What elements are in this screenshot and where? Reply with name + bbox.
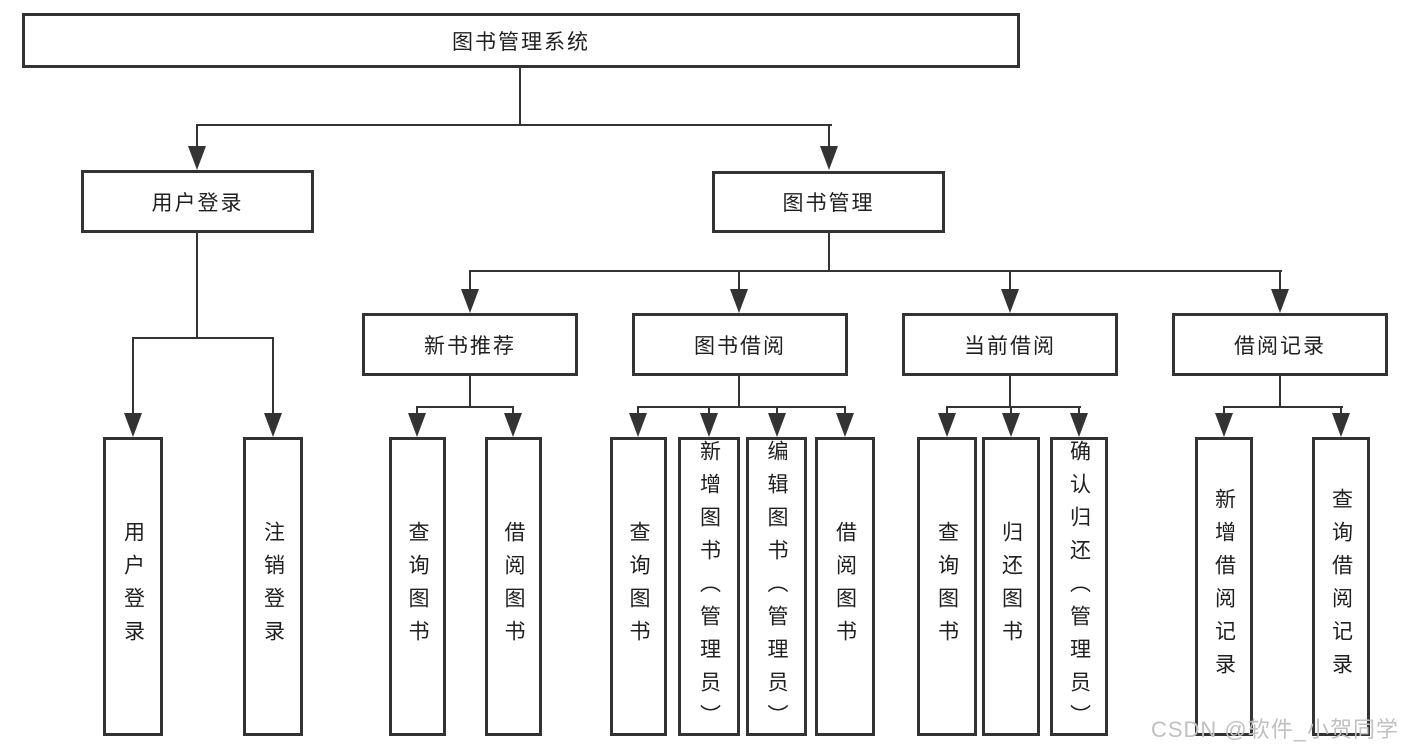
leaf-borrow-query-books: 查询图书	[610, 437, 667, 736]
arrowhead-down-icon	[629, 413, 647, 437]
arrowhead-down-icon	[124, 413, 142, 437]
connector	[1009, 272, 1011, 290]
connector	[738, 376, 740, 406]
node-book-borrowing-label: 图书借阅	[694, 334, 786, 358]
node-current-borrowing: 当前借阅	[902, 313, 1118, 376]
node-new-book-recommend-label: 新书推荐	[424, 334, 516, 358]
node-root: 图书管理系统	[22, 13, 1020, 68]
connector	[1223, 406, 1343, 408]
leaf-records-add-record: 新增借阅记录	[1195, 437, 1253, 736]
leaf-current-query-books-label: 查询图书	[935, 520, 959, 653]
arrowhead-down-icon	[1001, 289, 1019, 313]
leaf-records-query-record: 查询借阅记录	[1312, 437, 1370, 736]
connector	[708, 408, 710, 414]
connector	[946, 406, 1081, 408]
connector	[828, 126, 830, 148]
arrowhead-down-icon	[408, 413, 426, 437]
leaf-current-return-books: 归还图书	[982, 437, 1040, 736]
connector	[776, 408, 778, 414]
connector	[1279, 376, 1281, 406]
leaf-user-login: 用户登录	[103, 437, 163, 736]
arrowhead-down-icon	[504, 413, 522, 437]
arrowhead-down-icon	[264, 413, 282, 437]
connector	[1340, 408, 1342, 414]
leaf-borrow-query-books-label: 查询图书	[627, 520, 650, 653]
arrowhead-down-icon	[730, 289, 748, 313]
arrowhead-down-icon	[1215, 413, 1233, 437]
node-book-management-label: 图书管理	[782, 192, 875, 215]
node-new-book-recommend: 新书推荐	[362, 313, 578, 376]
connector	[132, 337, 274, 339]
arrowhead-down-icon	[768, 413, 786, 437]
connector	[519, 68, 521, 126]
connector	[637, 408, 639, 414]
node-root-label: 图书管理系统	[452, 30, 590, 54]
leaf-records-query-record-label: 查询借阅记录	[1329, 487, 1353, 686]
leaf-borrow-borrow-books: 借阅图书	[815, 437, 875, 736]
connector	[637, 406, 846, 408]
connector	[1010, 408, 1012, 414]
connector	[512, 408, 514, 414]
connector	[1009, 376, 1011, 406]
connector	[1279, 272, 1281, 290]
arrowhead-down-icon	[820, 146, 838, 170]
connector	[1078, 408, 1080, 414]
connector	[946, 408, 948, 414]
node-user-login: 用户登录	[81, 170, 314, 233]
leaf-logout: 注销登录	[243, 437, 303, 736]
node-book-management: 图书管理	[712, 171, 945, 233]
connector	[196, 124, 832, 126]
node-borrowing-records: 借阅记录	[1172, 313, 1388, 376]
connector	[469, 272, 471, 290]
arrowhead-down-icon	[1070, 413, 1088, 437]
connector	[416, 408, 418, 414]
node-book-borrowing: 图书借阅	[632, 313, 848, 376]
arrowhead-down-icon	[1002, 413, 1020, 437]
leaf-newbook-borrow-books-label: 借阅图书	[502, 520, 525, 653]
node-user-login-label: 用户登录	[151, 191, 244, 215]
arrowhead-down-icon	[188, 146, 206, 170]
leaf-current-query-books: 查询图书	[917, 437, 977, 736]
leaf-borrow-add-books-admin: 新增图书（管理员）	[678, 437, 740, 737]
connector	[196, 233, 198, 337]
connector	[469, 376, 471, 406]
leaf-borrow-add-books-admin-label: 新增图书（管理员）	[697, 440, 721, 737]
leaf-current-return-books-label: 归还图书	[999, 520, 1023, 653]
connector	[1223, 408, 1225, 414]
arrowhead-down-icon	[938, 413, 956, 437]
connector	[738, 272, 740, 290]
leaf-borrow-edit-books-admin: 编辑图书（管理员）	[746, 437, 807, 737]
connector	[828, 233, 830, 270]
connector	[132, 339, 134, 414]
leaf-newbook-borrow-books: 借阅图书	[485, 437, 542, 736]
node-borrowing-records-label: 借阅记录	[1234, 334, 1326, 358]
connector	[416, 406, 514, 408]
connector	[196, 126, 198, 148]
leaf-records-add-record-label: 新增借阅记录	[1212, 487, 1236, 686]
csdn-watermark: CSDN @软件_小贺同学	[1150, 717, 1399, 742]
leaf-current-confirm-return-admin: 确认归还（管理员）	[1050, 437, 1108, 737]
leaf-current-confirm-return-admin-label: 确认归还（管理员）	[1067, 440, 1091, 737]
arrowhead-down-icon	[1332, 413, 1350, 437]
leaf-logout-label: 注销登录	[261, 520, 285, 653]
arrowhead-down-icon	[1271, 289, 1289, 313]
leaf-user-login-label: 用户登录	[121, 520, 145, 653]
connector	[469, 270, 1282, 272]
leaf-newbook-query-books: 查询图书	[389, 437, 446, 736]
connector	[844, 408, 846, 414]
leaf-borrow-borrow-books-label: 借阅图书	[833, 520, 857, 653]
arrowhead-down-icon	[461, 289, 479, 313]
leaf-newbook-query-books-label: 查询图书	[406, 520, 429, 653]
node-current-borrowing-label: 当前借阅	[964, 334, 1056, 358]
arrowhead-down-icon	[700, 413, 718, 437]
leaf-borrow-edit-books-admin-label: 编辑图书（管理员）	[765, 440, 788, 737]
connector	[272, 339, 274, 414]
arrowhead-down-icon	[836, 413, 854, 437]
